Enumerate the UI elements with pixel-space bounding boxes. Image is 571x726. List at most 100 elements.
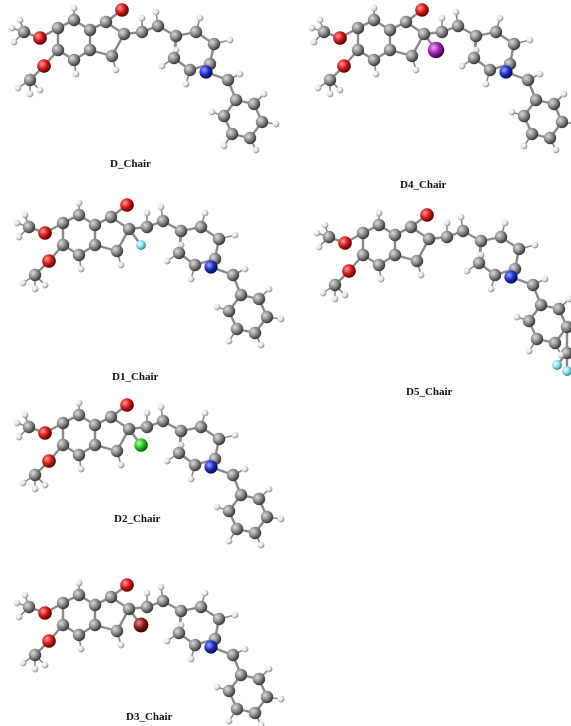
- hydrogen-atom: [19, 659, 27, 667]
- hydrogen-atom: [277, 315, 285, 323]
- oxygen-atom: [42, 634, 56, 648]
- carbon-atom: [435, 25, 449, 39]
- carbon-atom: [72, 208, 86, 222]
- carbon-atom: [172, 446, 186, 460]
- carbon-atom: [351, 43, 365, 57]
- carbon-atom: [543, 131, 557, 145]
- carbon-atom: [122, 422, 136, 436]
- hydrogen-atom: [77, 645, 85, 653]
- hydrogen-atom: [257, 721, 265, 726]
- nitrogen-atom: [204, 460, 218, 474]
- carbon-atom: [255, 115, 269, 129]
- hydrogen-atom: [13, 419, 21, 427]
- hydrogen-atom: [231, 431, 239, 439]
- carbon-atom: [135, 25, 149, 39]
- carbon-atom: [122, 602, 136, 616]
- carbon-atom: [226, 268, 240, 282]
- hydrogen-atom: [143, 209, 151, 217]
- hydrogen-atom: [213, 303, 221, 311]
- oxygen-atom: [38, 226, 52, 240]
- hydrogen-atom: [525, 347, 533, 355]
- carbon-atom: [322, 230, 336, 244]
- carbon-atom: [367, 53, 381, 67]
- carbon-atom: [422, 232, 436, 246]
- carbon-atom: [56, 618, 70, 632]
- carbon-atom: [488, 268, 502, 282]
- hydrogen-atom: [257, 541, 265, 549]
- carbon-atom: [188, 458, 202, 472]
- hydrogen-atom: [21, 411, 29, 419]
- carbon-atom: [489, 25, 503, 39]
- hydrogen-atom: [321, 221, 329, 229]
- carbon-atom: [328, 278, 342, 292]
- carbon-atom: [317, 25, 331, 39]
- hydrogen-atom: [241, 645, 249, 653]
- hydrogen-atom: [331, 295, 339, 303]
- hydrogen-atom: [252, 146, 260, 154]
- hydrogen-atom: [541, 275, 549, 283]
- oxygen-atom: [42, 254, 56, 268]
- carbon-atom: [88, 598, 102, 612]
- carbon-atom: [88, 218, 102, 232]
- hydrogen-atom: [31, 665, 39, 673]
- carbon-atom: [72, 448, 86, 462]
- hydrogen-atom: [177, 241, 185, 249]
- hydrogen-atom: [14, 84, 22, 92]
- carbon-atom: [522, 314, 536, 328]
- carbon-atom: [234, 288, 248, 302]
- hydrogen-atom: [75, 579, 83, 587]
- carbon-atom: [56, 216, 70, 230]
- oxygen-atom: [337, 59, 351, 73]
- carbon-atom: [188, 258, 202, 272]
- hydrogen-atom: [177, 441, 185, 449]
- carbon-atom: [512, 242, 526, 256]
- label-d4-chair: D4_Chair: [400, 179, 447, 191]
- carbon-atom: [172, 626, 186, 640]
- carbon-atom: [56, 416, 70, 430]
- carbon-atom: [56, 438, 70, 452]
- hydrogen-atom: [520, 142, 528, 150]
- carbon-atom: [156, 414, 170, 428]
- molecule-d-chair: [8, 3, 280, 154]
- nitrogen-atom: [504, 270, 518, 284]
- carbon-atom: [156, 214, 170, 228]
- carbon-atom: [456, 224, 470, 238]
- hydrogen-atom: [31, 485, 39, 493]
- hydrogen-atom: [370, 4, 378, 12]
- label-d1-chair: D1_Chair: [112, 371, 159, 383]
- nitrogen-atom: [499, 65, 513, 79]
- carbon-atom: [507, 37, 521, 51]
- hydrogen-atom: [225, 537, 233, 545]
- carbon-atom: [140, 220, 154, 234]
- hydrogen-atom: [72, 70, 80, 78]
- carbon-atom: [552, 302, 566, 316]
- carbon-atom: [548, 336, 562, 350]
- carbon-atom: [28, 468, 42, 482]
- carbon-atom: [226, 648, 240, 662]
- carbon-atom: [194, 220, 208, 234]
- hydrogen-atom: [201, 209, 209, 217]
- hydrogen-atom: [257, 341, 265, 349]
- hydrogen-atom: [536, 70, 544, 78]
- fluorine-atom: [552, 360, 562, 370]
- carbon-atom: [260, 690, 274, 704]
- hydrogen-atom: [231, 231, 239, 239]
- hydrogen-atom: [201, 589, 209, 597]
- carbon-atom: [151, 19, 165, 33]
- carbon-atom: [399, 15, 413, 29]
- carbon-atom: [17, 25, 31, 39]
- carbon-atom: [217, 109, 231, 123]
- carbon-atom: [67, 13, 81, 27]
- hydrogen-atom: [236, 70, 244, 78]
- carbon-atom: [356, 226, 370, 240]
- carbon-atom: [225, 127, 239, 141]
- carbon-atom: [234, 488, 248, 502]
- carbon-atom: [351, 21, 365, 35]
- carbon-atom: [417, 27, 431, 41]
- carbon-atom: [88, 618, 102, 632]
- carbon-atom: [530, 332, 544, 346]
- hydrogen-atom: [19, 479, 27, 487]
- hydrogen-atom: [487, 285, 495, 293]
- hydrogen-atom: [496, 14, 504, 22]
- carbon-atom: [194, 600, 208, 614]
